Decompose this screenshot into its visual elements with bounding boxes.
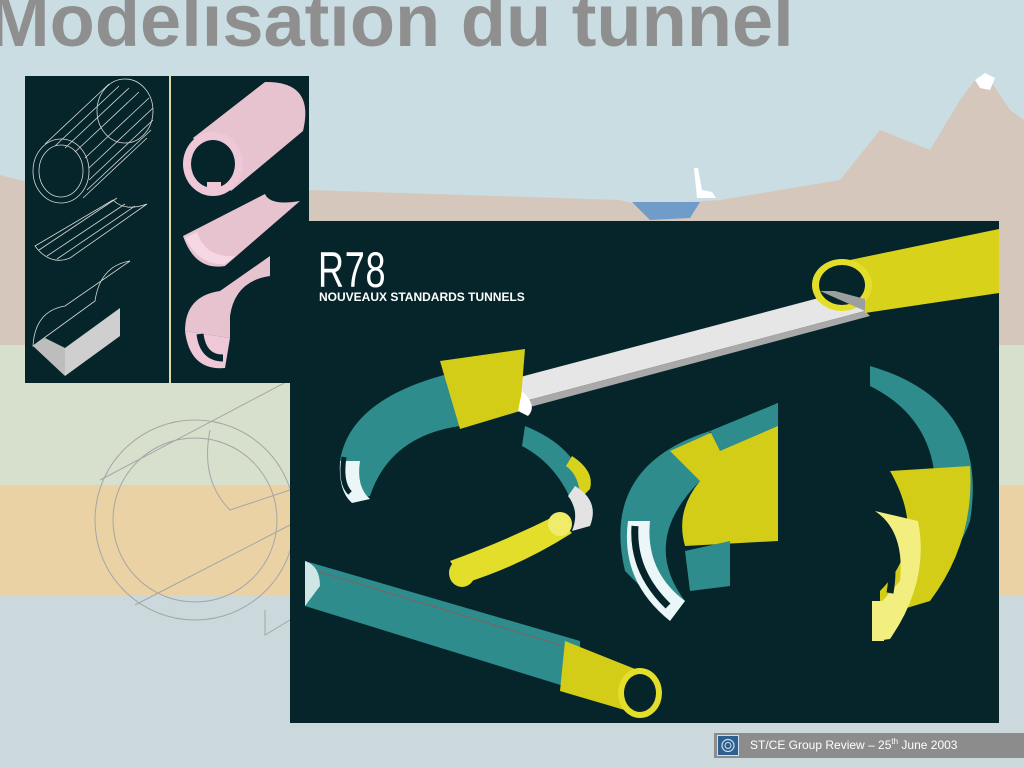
curved-section-middle	[449, 426, 593, 587]
r78-subtitle: NOUVEAUX STANDARDS TUNNELS	[319, 290, 525, 304]
yellow-tube-section	[812, 229, 999, 313]
long-pipe-section	[505, 291, 865, 401]
curved-section-far-right	[870, 366, 973, 641]
pink-tube	[183, 81, 306, 196]
cern-logo-icon	[717, 735, 739, 756]
curved-section-left	[339, 349, 532, 503]
footer-text: ST/CE Group Review – 25th June 2003	[750, 737, 958, 753]
pink-vault	[185, 256, 270, 369]
footer-bar: ST/CE Group Review – 25th June 2003	[714, 733, 1024, 758]
slide-title: Modelisation du tunnel	[0, 0, 794, 62]
tunnel-model-panel-r78: R78 NOUVEAUX STANDARDS TUNNELS	[290, 221, 999, 723]
curved-section-right	[620, 403, 778, 621]
wireframe-tube	[32, 78, 154, 204]
wireframe-vault	[32, 260, 131, 376]
r78-label: R78	[318, 242, 387, 298]
r78-tunnel-figure	[305, 229, 999, 718]
tunnel-model-panel-small	[25, 76, 309, 383]
bottom-tube-section	[305, 561, 662, 718]
tunnel-wireframe-figure	[32, 76, 306, 383]
wireframe-invert	[34, 197, 148, 261]
pink-invert	[183, 194, 300, 267]
